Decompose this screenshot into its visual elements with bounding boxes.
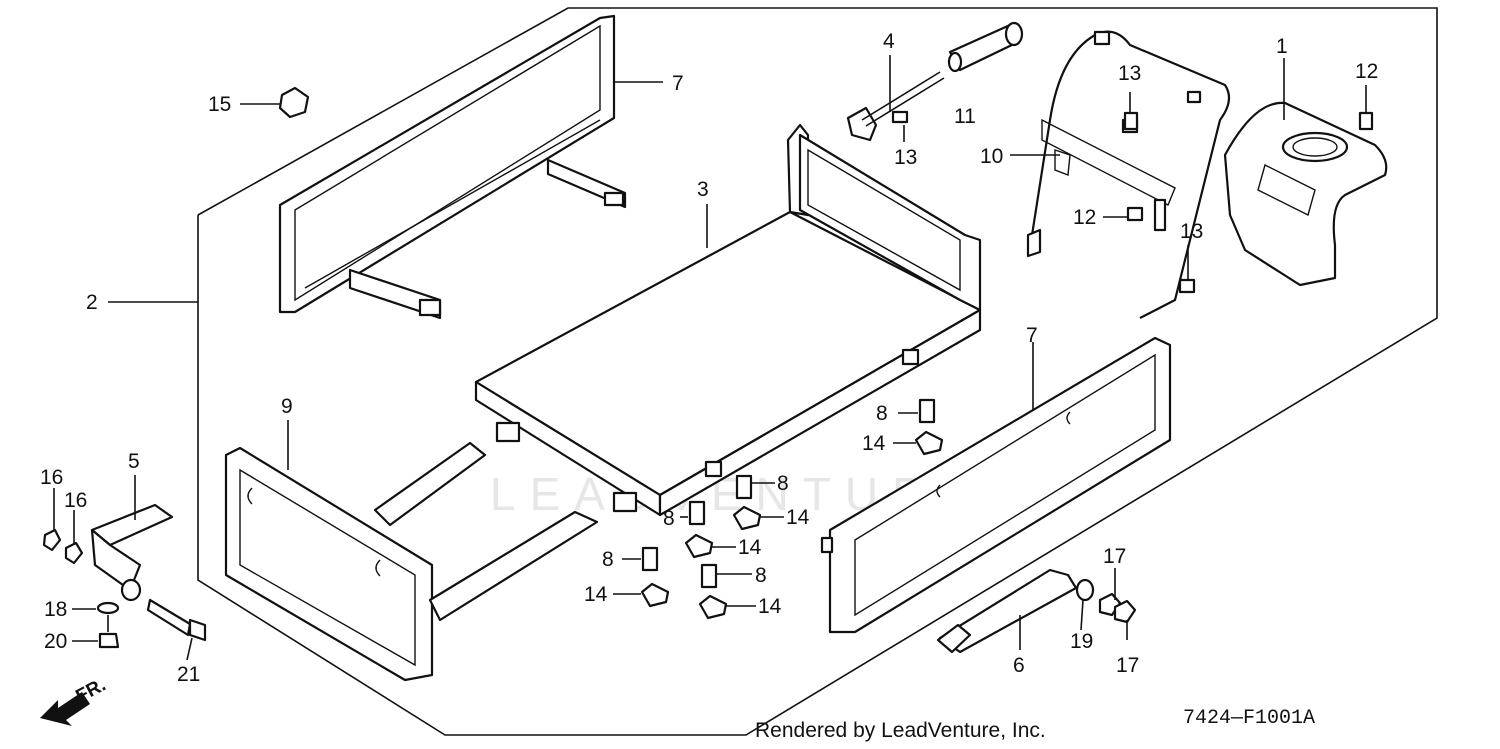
callout-17-b: 17 bbox=[1116, 654, 1139, 677]
callout-13-c: 13 bbox=[1180, 220, 1203, 243]
strut bbox=[936, 568, 1137, 654]
callout-7-rear: 7 bbox=[672, 72, 684, 95]
callout-12-a: 12 bbox=[1355, 60, 1378, 83]
front-arrow-icon bbox=[40, 692, 90, 726]
callout-20: 20 bbox=[44, 630, 67, 653]
callout-14-e: 14 bbox=[758, 595, 782, 618]
callout-4: 4 bbox=[883, 30, 895, 53]
callout-13-b: 13 bbox=[894, 146, 917, 169]
pin-and-grip bbox=[846, 21, 1024, 142]
callout-21: 21 bbox=[177, 663, 200, 686]
callout-14-c: 14 bbox=[738, 536, 762, 559]
callout-6: 6 bbox=[1013, 654, 1025, 677]
callout-8-a: 8 bbox=[876, 402, 888, 425]
callout-14-d: 14 bbox=[584, 583, 608, 606]
callout-10: 10 bbox=[980, 145, 1003, 168]
callout-9: 9 bbox=[281, 395, 293, 418]
callout-18: 18 bbox=[44, 598, 67, 621]
rendered-by-footer: Rendered by LeadVenture, Inc. bbox=[755, 719, 1046, 742]
callout-8-c: 8 bbox=[663, 507, 675, 530]
fasteners bbox=[278, 86, 1374, 131]
callout-13-a: 13 bbox=[1118, 62, 1141, 85]
assembly-outline bbox=[197, 7, 1438, 736]
callout-2: 2 bbox=[86, 291, 98, 314]
cargo-deck bbox=[474, 123, 982, 517]
callout-19: 19 bbox=[1070, 630, 1093, 653]
callout-15: 15 bbox=[208, 93, 231, 116]
callout-1: 1 bbox=[1276, 35, 1288, 58]
cover bbox=[1223, 101, 1388, 287]
callout-14-a: 14 bbox=[862, 432, 886, 455]
callout-16-a: 16 bbox=[40, 466, 63, 489]
callout-8-d: 8 bbox=[602, 548, 614, 571]
front-direction-indicator: FR. bbox=[40, 675, 109, 726]
side-panel-front bbox=[820, 336, 1172, 634]
spring-nut-set bbox=[640, 398, 944, 620]
callout-11: 11 bbox=[954, 105, 976, 128]
bracket bbox=[42, 503, 207, 649]
callout-16-b: 16 bbox=[64, 489, 87, 512]
callouts: 1 2 3 4 5 6 7 7 8 8 8 8 8 9 10 11 12 12 … bbox=[40, 30, 1378, 686]
callout-8-e: 8 bbox=[755, 564, 767, 587]
callout-3: 3 bbox=[697, 178, 709, 201]
front-panel bbox=[224, 441, 599, 682]
callout-5: 5 bbox=[128, 450, 140, 473]
side-panel-rear bbox=[278, 14, 627, 320]
callout-17-a: 17 bbox=[1103, 545, 1126, 568]
callout-12-b: 12 bbox=[1073, 206, 1096, 229]
figure-code: 7424—F1001A bbox=[1183, 707, 1315, 730]
callout-14-b: 14 bbox=[786, 506, 810, 529]
leader-lines bbox=[53, 55, 1367, 661]
callout-8-b: 8 bbox=[777, 472, 789, 495]
callout-7-front: 7 bbox=[1026, 324, 1038, 347]
